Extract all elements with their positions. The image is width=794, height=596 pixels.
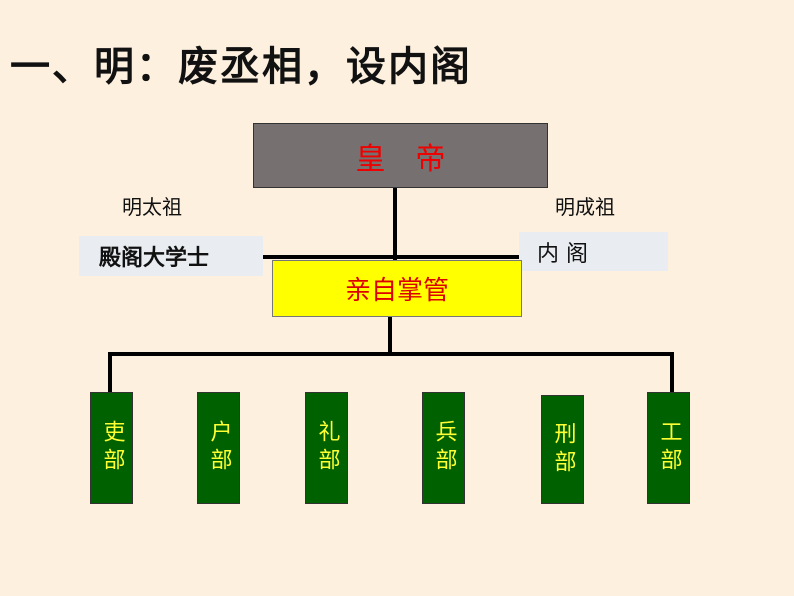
connector-line xyxy=(108,352,112,392)
slide-title: 一、明：废丞相，设内阁 xyxy=(10,43,472,90)
department-box: 兵部 xyxy=(422,392,465,504)
connector-line xyxy=(263,255,521,259)
self-manage-box: 亲自掌管 xyxy=(272,260,522,317)
left-office-box: 殿阁大学士 xyxy=(79,236,263,276)
department-box: 户部 xyxy=(197,392,240,504)
department-box: 工部 xyxy=(647,392,690,504)
emperor-box: 皇帝 xyxy=(253,123,548,188)
left-ruler-label: 明太祖 xyxy=(122,195,182,219)
department-box: 礼部 xyxy=(305,392,348,504)
connector-line xyxy=(670,352,674,392)
connector-line xyxy=(393,188,397,260)
right-office-box: 内 阁 xyxy=(519,232,668,271)
connector-line xyxy=(108,352,674,356)
department-box: 刑部 xyxy=(541,395,584,504)
connector-line xyxy=(388,317,392,355)
department-box: 吏部 xyxy=(90,392,133,504)
right-ruler-label: 明成祖 xyxy=(555,195,615,219)
